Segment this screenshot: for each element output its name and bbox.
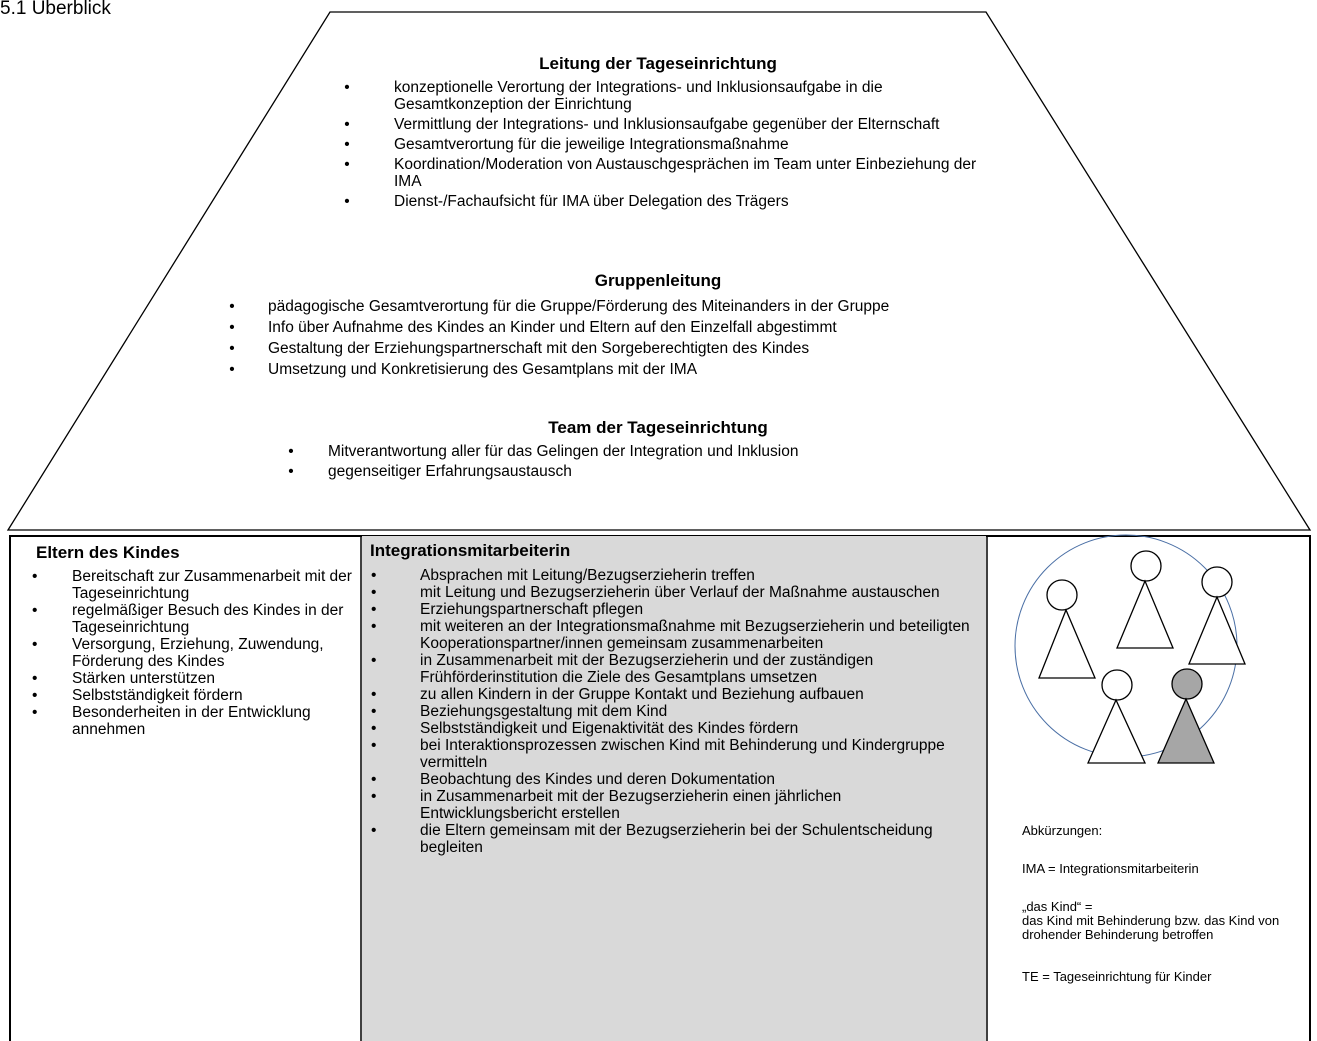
bullet-icon: • xyxy=(371,584,377,601)
list-item: •Umsetzung und Konkretisierung des Gesam… xyxy=(226,361,1026,378)
bullet-icon: • xyxy=(371,652,377,669)
gruppenleitung-list: •pädagogische Gesamtverortung für die Gr… xyxy=(226,298,1026,382)
integrationsmitarbeiterin-heading: Integrationsmitarbeiterin xyxy=(370,541,571,560)
list-item: •regelmäßiger Besuch des Kindes in der T… xyxy=(32,602,344,636)
list-item: •in Zusammenarbeit mit der Bezugserziehe… xyxy=(371,788,842,822)
bullet-icon: • xyxy=(371,822,377,839)
bullet-icon: • xyxy=(344,116,350,133)
eltern-list: •Bereitschaft zur Zusammenarbeit mit der… xyxy=(30,568,360,738)
bullet-icon: • xyxy=(371,601,377,618)
list-item: •die Eltern gemeinsam mit der Bezugserzi… xyxy=(371,822,933,856)
bullet-icon: • xyxy=(288,443,294,460)
leitung-heading: Leitung der Tageseinrichtung xyxy=(539,54,777,73)
leitung-list: •konzeptionelle Verortung der Integratio… xyxy=(340,79,980,213)
list-item: •Info über Aufnahme des Kindes an Kinder… xyxy=(226,319,1026,336)
list-item: •Absprachen mit Leitung/Bezugserzieherin… xyxy=(371,567,755,584)
list-item: •Beobachtung des Kindes und deren Dokume… xyxy=(371,771,776,788)
child-figure-4 xyxy=(1086,669,1147,764)
list-item: •Gestaltung der Erziehungspartnerschaft … xyxy=(226,340,1026,357)
list-item: •bei Interaktionsprozessen zwischen Kind… xyxy=(371,737,945,771)
list-item: •gegenseitiger Erfahrungsaustausch xyxy=(285,463,925,480)
list-item: •Beziehungsgestaltung mit dem Kind xyxy=(371,703,668,720)
bullet-icon: • xyxy=(371,737,377,754)
bullet-icon: • xyxy=(229,361,235,378)
bullet-icon: • xyxy=(344,193,350,210)
bullet-icon: • xyxy=(371,618,377,635)
abbreviation-kind-text: das Kind mit Behinderung bzw. das Kind v… xyxy=(1022,913,1280,942)
eltern-heading: Eltern des Kindes xyxy=(36,543,180,562)
abbreviation-ima: IMA = Integrationsmitarbeiterin xyxy=(1022,861,1199,876)
list-item: •Dienst-/Fachaufsicht für IMA über Deleg… xyxy=(340,193,980,210)
child-figure-1 xyxy=(1038,579,1096,679)
bullet-icon: • xyxy=(229,298,235,315)
list-item: •konzeptionelle Verortung der Integratio… xyxy=(340,79,980,113)
list-item: •Koordination/Moderation von Austauschge… xyxy=(340,156,980,190)
bullet-icon: • xyxy=(371,567,377,584)
list-item: •zu allen Kindern in der Gruppe Kontakt … xyxy=(371,686,864,703)
bullet-icon: • xyxy=(32,704,38,721)
list-item: •Besonderheiten in der Entwicklung anneh… xyxy=(32,704,311,738)
list-item: •Selbstständigkeit und Eigenaktivität de… xyxy=(371,720,799,737)
bullet-icon: • xyxy=(371,686,377,703)
bullet-icon: • xyxy=(32,602,38,619)
list-item: •in Zusammenarbeit mit der Bezugserziehe… xyxy=(371,652,874,686)
list-item: •Selbstständigkeit fördern xyxy=(32,687,243,704)
abbreviation-te: TE = Tageseinrichtung für Kinder xyxy=(1022,969,1212,984)
list-item: •mit weiteren an der Integrationsmaßnahm… xyxy=(371,618,970,652)
list-item: •mit Leitung und Bezugserzieherin über V… xyxy=(371,584,940,601)
bullet-icon: • xyxy=(371,720,377,737)
child-figure-3 xyxy=(1188,566,1246,665)
list-item: •Gesamtverortung für die jeweilige Integ… xyxy=(340,136,980,153)
child-figure-highlighted xyxy=(1157,668,1215,764)
bullet-icon: • xyxy=(229,340,235,357)
team-list: •Mitverantwortung aller für das Gelingen… xyxy=(285,443,925,483)
child-figure-2 xyxy=(1116,550,1174,649)
list-item: •pädagogische Gesamtverortung für die Gr… xyxy=(226,298,1026,315)
bullet-icon: • xyxy=(32,670,38,687)
list-item: •Mitverantwortung aller für das Gelingen… xyxy=(285,443,925,460)
bullet-icon: • xyxy=(371,771,377,788)
section-title: 5.1 Überblick xyxy=(0,0,111,19)
abbreviation-kind-label: „das Kind“ = xyxy=(1022,899,1093,914)
bullet-icon: • xyxy=(371,788,377,805)
bullet-icon: • xyxy=(344,156,350,173)
bullet-icon: • xyxy=(371,703,377,720)
roof-trapezoid xyxy=(6,11,1312,531)
gruppenleitung-heading: Gruppenleitung xyxy=(594,271,722,290)
bullet-icon: • xyxy=(288,463,294,480)
bullet-icon: • xyxy=(32,687,38,704)
bullet-icon: • xyxy=(32,636,38,653)
bullet-icon: • xyxy=(32,568,38,585)
bullet-icon: • xyxy=(229,319,235,336)
list-item: •Vermittlung der Integrations- und Inklu… xyxy=(340,116,980,133)
integrationsmitarbeiterin-list: •Absprachen mit Leitung/Bezugserzieherin… xyxy=(368,567,978,856)
bullet-icon: • xyxy=(344,79,350,96)
list-item: •Stärken unterstützen xyxy=(32,670,216,687)
list-item: •Erziehungspartnerschaft pflegen xyxy=(371,601,644,618)
team-heading: Team der Tageseinrichtung xyxy=(548,418,768,437)
bullet-icon: • xyxy=(344,136,350,153)
list-item: •Bereitschaft zur Zusammenarbeit mit der… xyxy=(32,568,352,602)
integrationsmitarbeiterin-box xyxy=(362,536,986,1041)
abbreviations-title: Abkürzungen: xyxy=(1022,823,1103,838)
list-item: •Versorgung, Erziehung, Zuwendung, Förde… xyxy=(32,636,324,670)
